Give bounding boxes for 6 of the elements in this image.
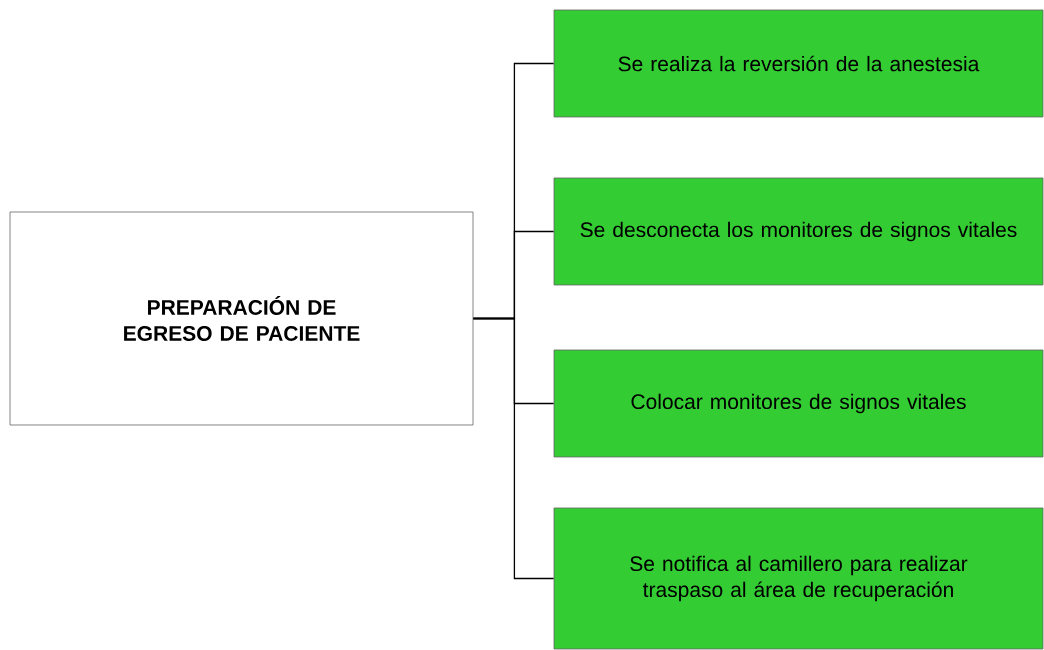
title-box: PREPARACIÓN DE EGRESO DE PACIENTE (9, 211, 474, 426)
step-box: Se realiza la reversión de la anestesia (553, 9, 1044, 118)
step-box: Se desconecta los monitores de signos vitales (553, 177, 1044, 286)
step-box: Se notifica al camillero para realizar traspaso al área de recuperación (553, 507, 1044, 650)
connector-line (472, 317, 555, 580)
step-box: Colocar monitores de signos vitales (553, 349, 1044, 458)
